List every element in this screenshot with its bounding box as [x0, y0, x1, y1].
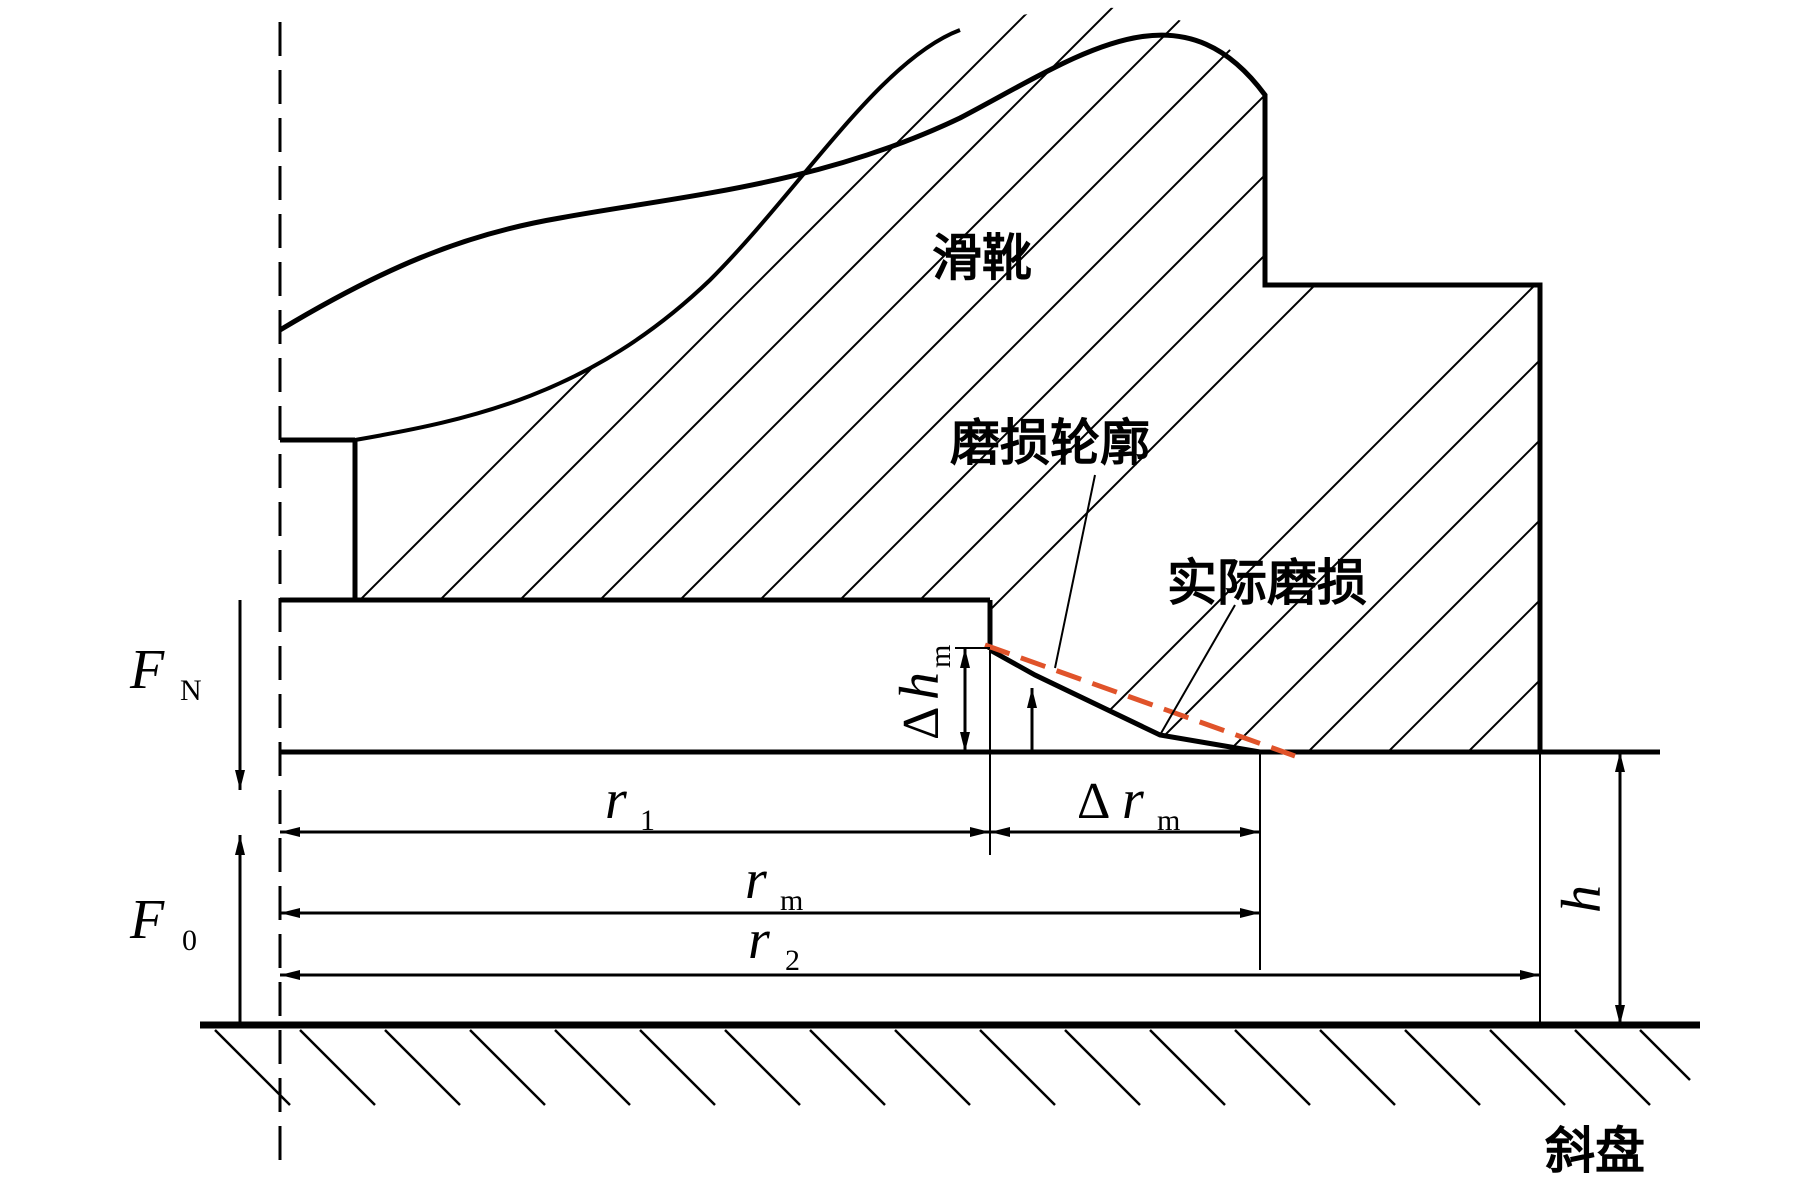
swash-plate-label: 斜盘 — [1545, 1122, 1645, 1180]
fn-symbol: F N — [129, 639, 202, 707]
svg-text:N: N — [180, 674, 202, 707]
wear-profile-label: 磨损轮廓 — [950, 414, 1150, 472]
rm-symbol: r m — [745, 849, 803, 917]
r2-symbol: r 2 — [748, 909, 800, 977]
r1-symbol: r 1 — [605, 769, 655, 837]
slipper-outline — [278, 28, 1660, 755]
svg-text:m: m — [780, 884, 803, 917]
extension-lines — [955, 647, 1541, 1025]
svg-text:0: 0 — [182, 924, 197, 957]
wear-profile-dashed-line — [984, 642, 1296, 759]
delta-hm-symbol: Δ h m — [889, 645, 957, 740]
svg-text:h: h — [1551, 885, 1613, 913]
svg-text:r: r — [745, 849, 767, 911]
svg-text:r: r — [605, 769, 627, 831]
slipper-hatching — [355, 7, 1540, 752]
svg-text:2: 2 — [785, 944, 800, 977]
delta-rm-symbol: Δ r m — [1077, 769, 1180, 837]
slipper-label: 滑靴 — [932, 229, 1032, 287]
f0-symbol: F 0 — [129, 889, 197, 957]
h-symbol: h — [1551, 885, 1613, 913]
svg-text:F: F — [129, 889, 165, 951]
svg-text:Δ: Δ — [893, 707, 950, 740]
svg-text:Δ: Δ — [1077, 773, 1110, 830]
svg-text:h: h — [889, 672, 951, 700]
dimension-lines — [280, 648, 1625, 1025]
wear-profile-leader — [1054, 474, 1096, 669]
svg-text:m: m — [924, 645, 957, 668]
svg-text:F: F — [129, 639, 165, 701]
svg-text:1: 1 — [640, 804, 655, 837]
svg-text:r: r — [1122, 769, 1144, 831]
swash-plate-hatching — [214, 1029, 1691, 1106]
svg-text:r: r — [748, 909, 770, 971]
svg-text:m: m — [1157, 804, 1180, 837]
actual-wear-label: 实际磨损 — [1167, 554, 1367, 612]
actual-wear-leader — [1159, 604, 1236, 736]
